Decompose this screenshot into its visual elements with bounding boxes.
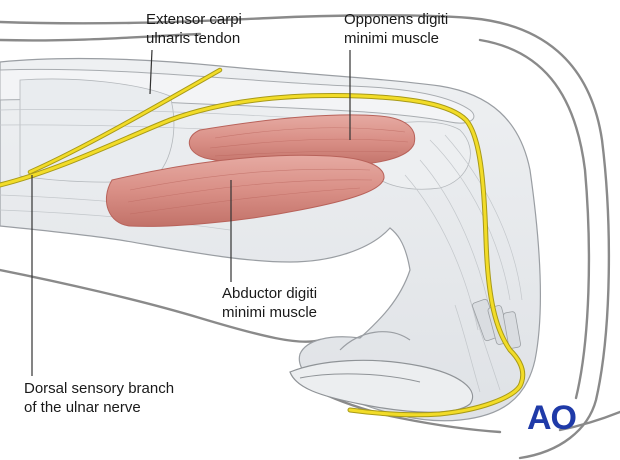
skin-contours: [0, 14, 620, 460]
label-line: of the ulnar nerve: [24, 399, 141, 416]
ulnar-nerve: [0, 67, 526, 418]
label-line: Opponens digiti: [344, 11, 449, 28]
label-abductor-digiti-minimi-muscle: Abductor digiti minimi muscle: [222, 284, 317, 322]
label-opponens-digiti-minimi-muscle: Opponens digiti minimi muscle: [344, 10, 448, 48]
label-line: minimi muscle: [222, 304, 318, 321]
label-line: Extensor carpi: [146, 11, 242, 28]
leader-lines: [31, 49, 351, 376]
label-line: Abductor digiti: [222, 285, 318, 302]
abductor-digiti-minimi-muscle: [105, 154, 385, 227]
label-line: Dorsal sensory branch: [24, 380, 175, 397]
label-extensor-carpi-ulnaris-tendon: Extensor carpi ulnaris tendon: [146, 10, 242, 48]
label-line: ulnaris tendon: [146, 30, 241, 47]
opponens-digiti-minimi-muscle: [188, 114, 416, 168]
ao-logo: AO: [527, 399, 577, 437]
label-dorsal-sensory-branch: Dorsal sensory branch of the ulnar nerve: [24, 379, 174, 417]
muscle-fibers: [127, 127, 409, 215]
label-line: minimi muscle: [344, 30, 440, 47]
